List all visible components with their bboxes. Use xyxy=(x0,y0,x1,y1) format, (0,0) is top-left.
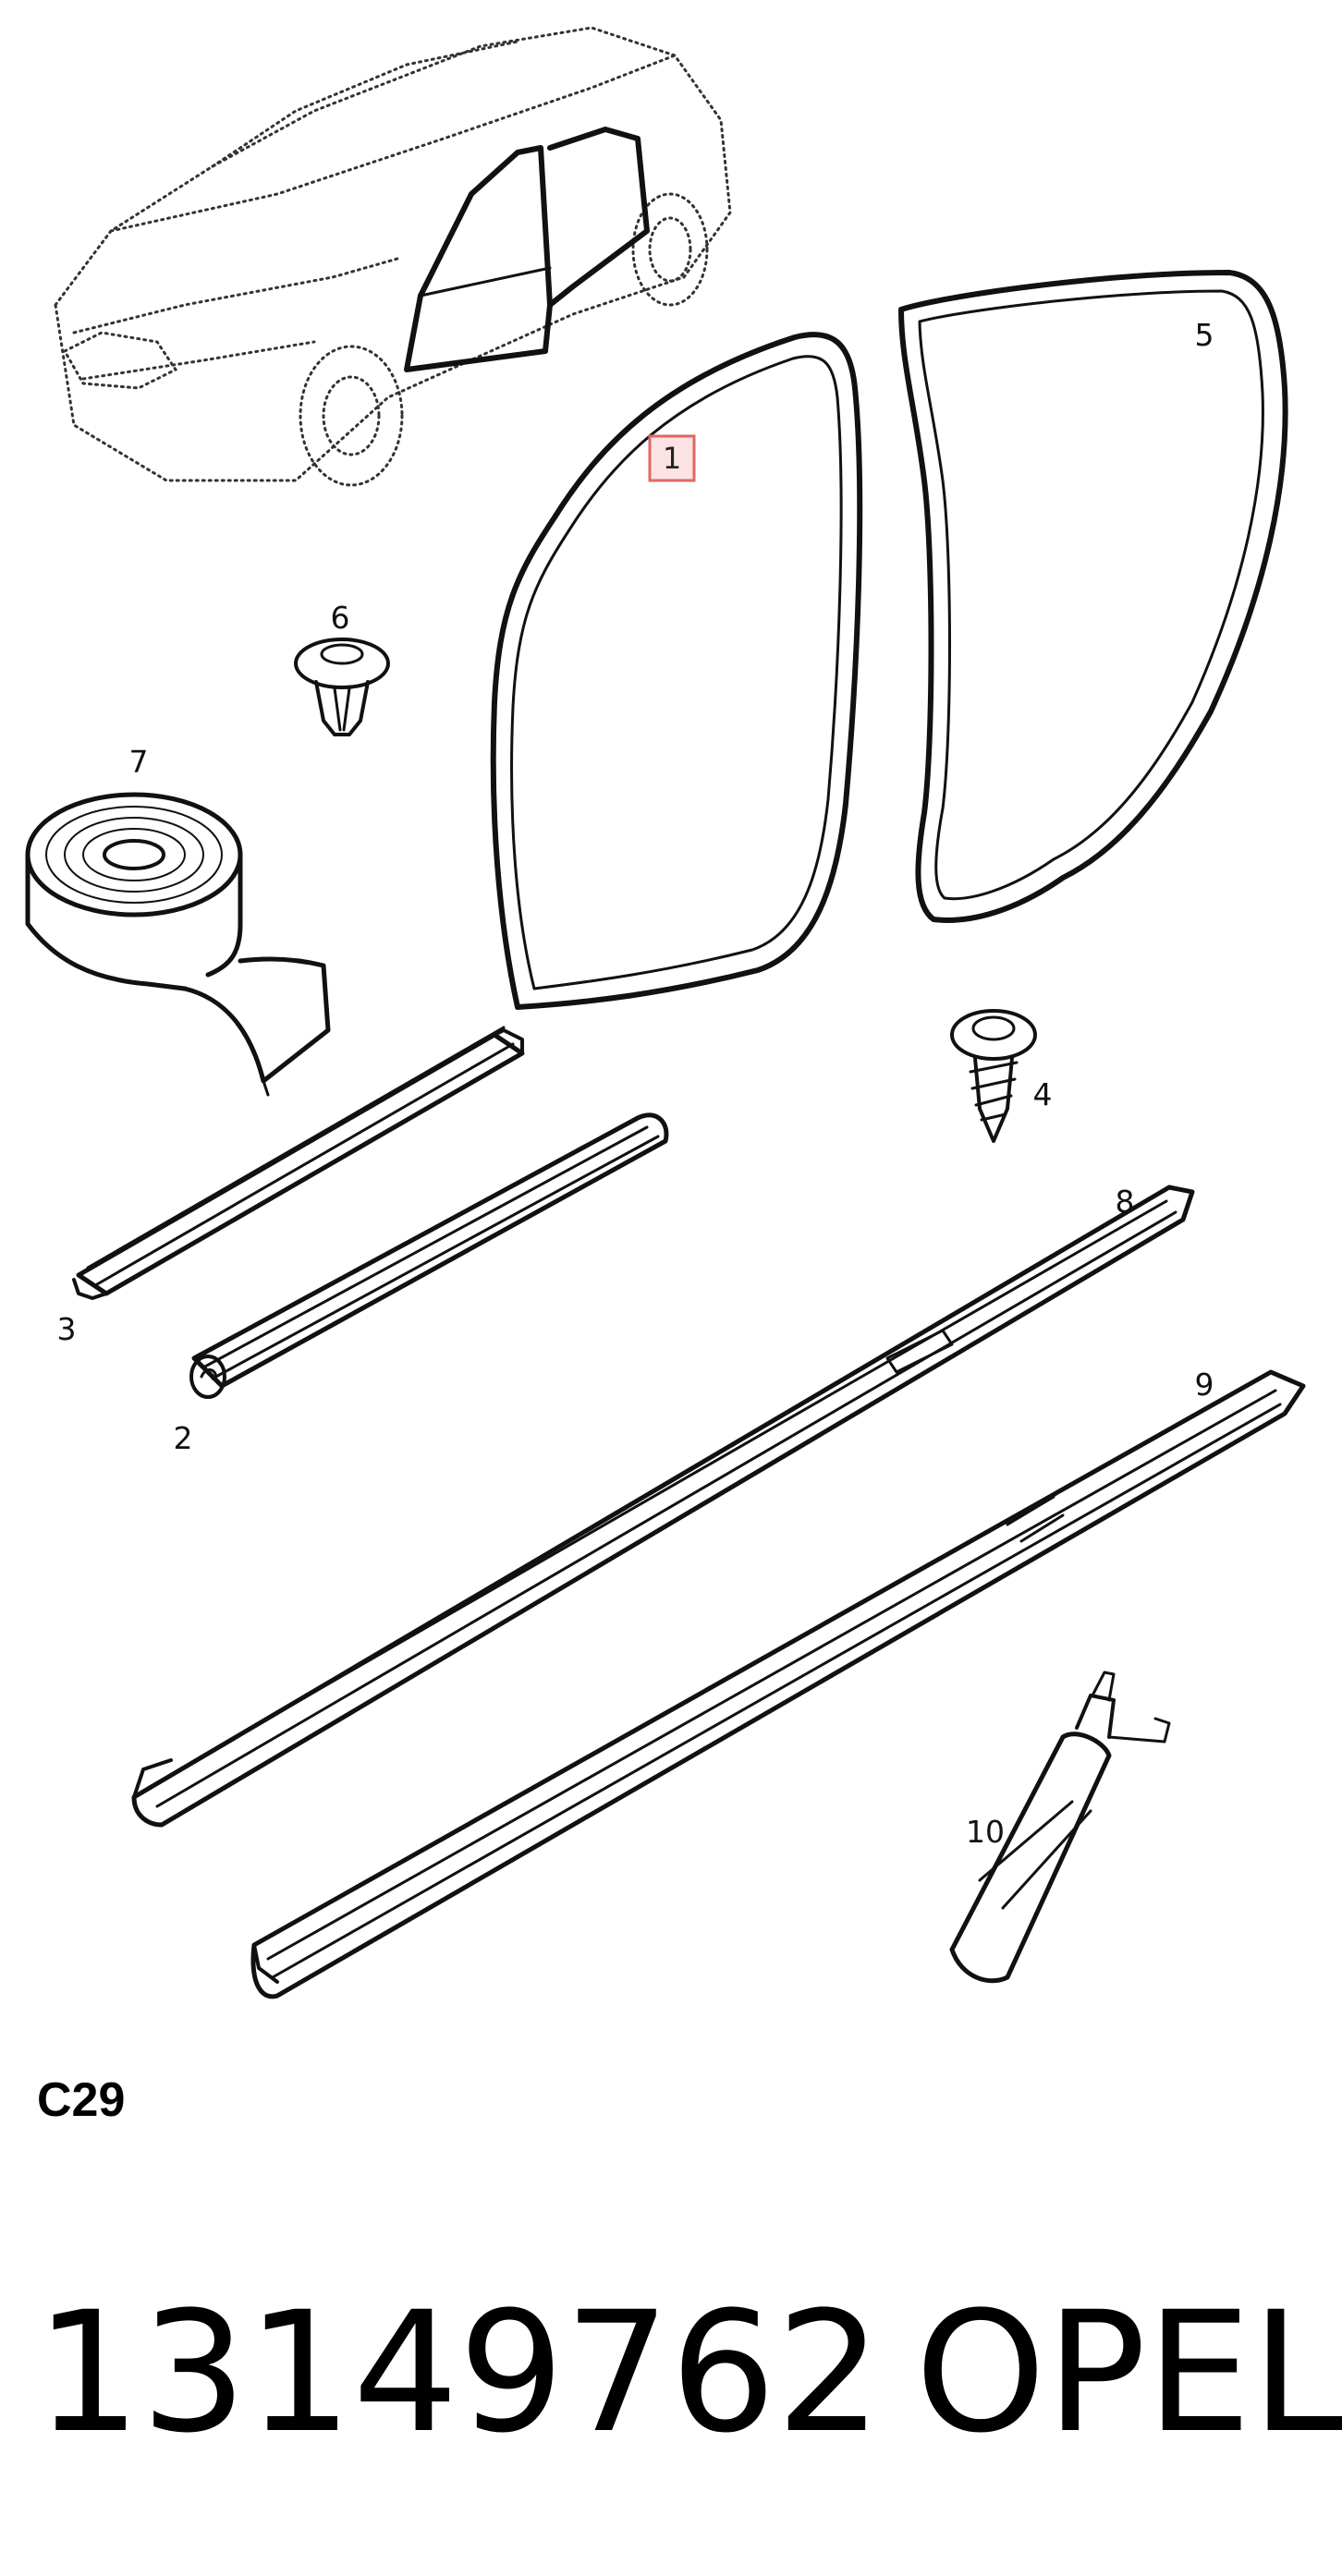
callout-8: 8 xyxy=(1116,1184,1135,1220)
callout-6: 6 xyxy=(331,600,350,636)
callout-9: 9 xyxy=(1195,1367,1214,1403)
diagram-code: C29 xyxy=(37,2073,125,2127)
part-9-rear-sill-moulding xyxy=(250,1369,1306,1999)
brand-name: OPEL xyxy=(915,2277,1342,2470)
callout-7: 7 xyxy=(129,744,149,780)
car-illustration xyxy=(54,26,732,487)
callout-1: 1 xyxy=(663,441,681,476)
callout-5: 5 xyxy=(1195,317,1214,353)
part-10-adhesive-tube xyxy=(949,1671,1171,1984)
part-1-front-door-seal xyxy=(490,332,863,1010)
part-8-front-sill-moulding xyxy=(131,1185,1195,1828)
part-4-screw xyxy=(950,1009,1037,1143)
part-2-seal-strip xyxy=(189,1112,669,1399)
part-number: 13149762 xyxy=(35,2277,882,2470)
part-6-clip xyxy=(294,638,390,736)
callout-1-highlight xyxy=(648,434,696,482)
callout-labels: 1 2 3 4 5 6 7 8 9 10 xyxy=(57,317,1214,1850)
callout-2: 2 xyxy=(174,1420,193,1456)
callout-10: 10 xyxy=(966,1814,1005,1850)
part-5-rear-door-seal xyxy=(898,270,1288,923)
part-3-window-channel-seal xyxy=(72,1026,525,1300)
part-7-tape-roll xyxy=(25,792,331,1097)
callout-3: 3 xyxy=(57,1311,77,1347)
callout-4: 4 xyxy=(1033,1076,1053,1112)
